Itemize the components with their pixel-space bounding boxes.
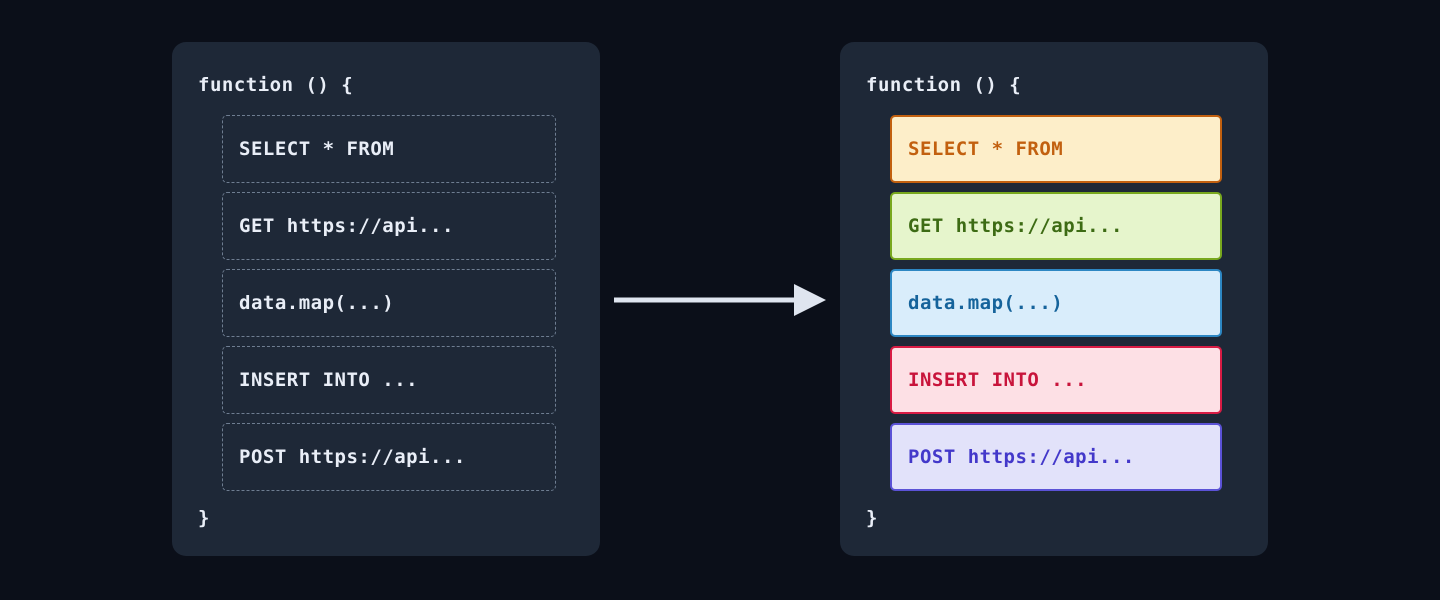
statement-text: INSERT INTO ... <box>239 369 419 391</box>
statement-text: POST https://api... <box>908 446 1135 468</box>
statement-row: POST https://api... <box>222 423 556 491</box>
statement-row: data.map(...) <box>222 269 556 337</box>
statement-text: SELECT * FROM <box>239 138 395 160</box>
statement-text: INSERT INTO ... <box>908 369 1088 391</box>
function-close-line-before: } <box>198 507 210 529</box>
tagged-statement-sql-select[interactable]: SELECT * FROM <box>890 115 1222 183</box>
function-close-line-after: } <box>866 507 878 529</box>
untagged-code-panel: function () { SELECT * FROM GET https://… <box>172 42 600 556</box>
statement-text: data.map(...) <box>908 292 1064 314</box>
function-open-line-after: function () { <box>866 74 1022 96</box>
statement-text: GET https://api... <box>239 215 454 237</box>
statement-row: INSERT INTO ... <box>222 346 556 414</box>
statement-text: data.map(...) <box>239 292 395 314</box>
transform-arrow <box>612 282 828 318</box>
untagged-statement-list: SELECT * FROM GET https://api... data.ma… <box>222 115 556 500</box>
tagged-statement-http-get[interactable]: GET https://api... <box>890 192 1222 260</box>
arrow-right-icon <box>614 284 826 316</box>
statement-row: GET https://api... <box>222 192 556 260</box>
function-open-line-before: function () { <box>198 74 354 96</box>
tagged-statement-http-post[interactable]: POST https://api... <box>890 423 1222 491</box>
tagged-statement-js-transform[interactable]: data.map(...) <box>890 269 1222 337</box>
statement-text: POST https://api... <box>239 446 466 468</box>
tagged-statement-list: SELECT * FROM GET https://api... data.ma… <box>890 115 1222 500</box>
tagged-statement-sql-insert[interactable]: INSERT INTO ... <box>890 346 1222 414</box>
tagged-code-panel: function () { SELECT * FROM GET https://… <box>840 42 1268 556</box>
statement-text: SELECT * FROM <box>908 138 1064 160</box>
statement-row: SELECT * FROM <box>222 115 556 183</box>
statement-text: GET https://api... <box>908 215 1123 237</box>
